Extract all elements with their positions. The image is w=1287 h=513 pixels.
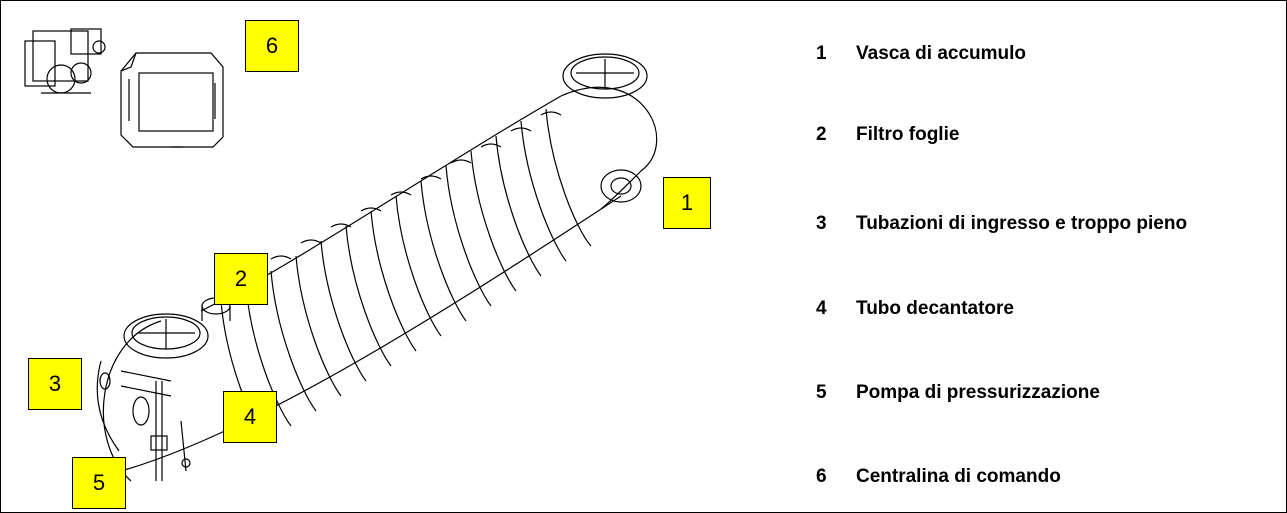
legend-number: 5 — [816, 382, 856, 404]
callout-3: 3 — [28, 358, 82, 410]
callout-5: 5 — [72, 457, 126, 509]
manhole-cover-right — [563, 54, 647, 98]
legend-number: 3 — [816, 213, 856, 235]
callout-2: 2 — [214, 253, 268, 305]
legend-text: Filtro foglie — [856, 124, 959, 145]
pump-unit-drawing — [25, 29, 105, 93]
legend-text: Vasca di accumulo — [856, 43, 1026, 64]
legend-text: Pompa di pressurizzazione — [856, 382, 1100, 403]
legend-number: 2 — [816, 124, 856, 146]
legend-text: Centralina di comando — [856, 466, 1061, 487]
legend-number: 4 — [816, 298, 856, 320]
legend-text: Tubazioni di ingresso e troppo pieno — [856, 213, 1187, 234]
callout-6: 6 — [245, 20, 299, 72]
legend-number: 6 — [816, 466, 856, 488]
callout-4: 4 — [223, 391, 277, 443]
legend-number: 1 — [816, 43, 856, 65]
control-box-drawing — [121, 53, 223, 147]
manhole-cover-left — [124, 314, 208, 358]
callout-1: 1 — [663, 177, 711, 229]
inlet-pipes-drawing — [100, 371, 171, 425]
legend-text: Tubo decantatore — [856, 298, 1014, 319]
rainwater-tank-illustration — [1, 1, 801, 512]
